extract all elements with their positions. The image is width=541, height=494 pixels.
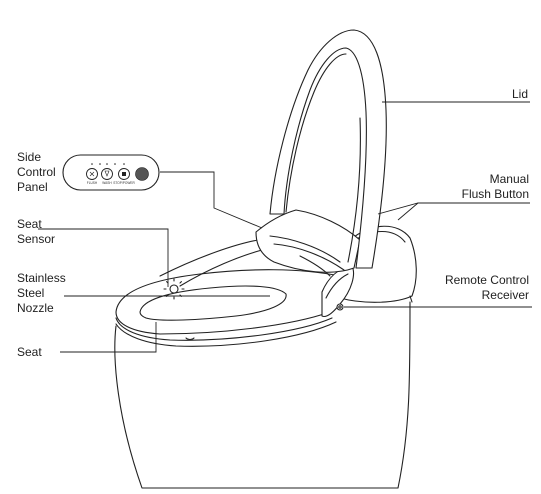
power-button bbox=[135, 167, 149, 181]
leader-seat-sensor bbox=[38, 228, 169, 287]
label-remote-control-receiver: Remote Control Receiver bbox=[444, 273, 529, 302]
panel-label-wash: WASH bbox=[102, 181, 112, 185]
lid bbox=[269, 29, 387, 269]
side-arm bbox=[321, 265, 355, 318]
leader-control-panel bbox=[160, 171, 263, 229]
panel-label-flush: FLUSH bbox=[87, 181, 98, 185]
panel-label-stop-power: STOP/POWER bbox=[113, 181, 135, 185]
seat-opening bbox=[139, 285, 287, 321]
label-seat-sensor: Seat Sensor bbox=[17, 217, 56, 246]
wash-icon bbox=[101, 168, 113, 180]
toilet-base bbox=[114, 301, 411, 489]
label-stainless-steel-nozzle: Stainless Steel Nozzle bbox=[17, 271, 66, 315]
label-side-control-panel: Side Control Panel bbox=[17, 150, 56, 194]
label-lid: Lid bbox=[512, 87, 529, 101]
label-seat: Seat bbox=[17, 345, 42, 359]
leader-flush-button bbox=[377, 202, 530, 215]
leader-seat bbox=[60, 322, 157, 353]
remote-receiver-dot bbox=[336, 303, 344, 311]
side-control-panel-graphic: FLUSH WASH STOP/POWER bbox=[62, 154, 160, 191]
label-manual-flush-button: Manual Flush Button bbox=[461, 172, 529, 201]
lid-hood bbox=[255, 209, 361, 273]
